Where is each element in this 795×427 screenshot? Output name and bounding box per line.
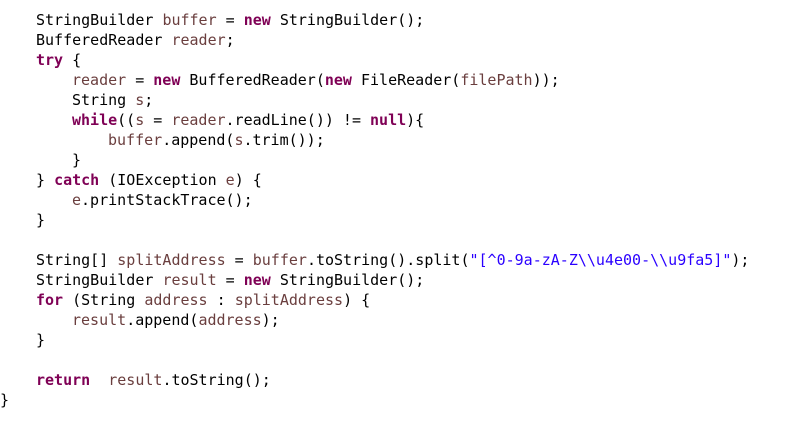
- code-variable: reader: [171, 111, 226, 129]
- code-text: StringBuilder: [36, 271, 163, 289]
- code-variable: buffer: [252, 251, 307, 269]
- code-keyword: try: [36, 51, 64, 69]
- code-text: .readLine()) !=: [225, 111, 371, 129]
- code-text: .append(: [126, 311, 199, 329]
- code-text: }: [36, 171, 55, 189]
- code-line: result.append(address);: [72, 310, 280, 330]
- code-line: while((s = reader.readLine()) != null){: [72, 110, 424, 130]
- code-line: buffer.append(s.trim());: [108, 130, 325, 150]
- code-line: }: [72, 150, 81, 170]
- code-line: }: [36, 330, 45, 350]
- code-text: );: [731, 251, 750, 269]
- code-text: ((: [117, 111, 136, 129]
- code-keyword: for: [36, 291, 64, 309]
- code-text: StringBuilder();: [270, 271, 425, 289]
- code-line: try {: [36, 50, 81, 70]
- code-text: =: [144, 111, 172, 129]
- code-variable: reader: [72, 71, 127, 89]
- code-text: BufferedReader(: [180, 71, 325, 89]
- code-text: =: [216, 271, 244, 289]
- code-keyword: while: [72, 111, 118, 129]
- code-variable: s: [135, 91, 145, 109]
- code-keyword: new: [243, 11, 271, 29]
- code-variable: filePath: [460, 71, 533, 89]
- code-keyword: null: [370, 111, 407, 129]
- code-text: {: [63, 51, 82, 69]
- code-line: e.printStackTrace();: [72, 190, 253, 210]
- code-text: =: [216, 11, 244, 29]
- code-variable: address: [144, 291, 208, 309]
- code-variable: splitAddress: [234, 291, 344, 309]
- code-variable: s: [234, 131, 244, 149]
- code-keyword: return: [36, 371, 91, 389]
- code-text: String: [72, 91, 136, 109]
- code-text: }: [36, 211, 46, 229]
- code-text: }: [0, 391, 10, 409]
- code-variable: buffer: [162, 11, 217, 29]
- code-text: }: [72, 151, 82, 169]
- code-text: }: [36, 331, 46, 349]
- code-text: [90, 371, 108, 389]
- code-text: .append(: [162, 131, 235, 149]
- code-line: StringBuilder buffer = new StringBuilder…: [36, 10, 424, 30]
- code-text: ) {: [234, 171, 262, 189]
- code-text: String[]: [36, 251, 118, 269]
- code-text: =: [126, 71, 154, 89]
- code-line: return result.toString();: [36, 370, 271, 390]
- code-string: "[^0-9a-zA-Z\\u4e00-\\u9fa5]": [469, 251, 732, 269]
- code-variable: s: [135, 111, 145, 129]
- code-text: StringBuilder();: [270, 11, 425, 29]
- code-variable: address: [198, 311, 262, 329]
- code-line: String s;: [72, 90, 153, 110]
- code-text: );: [261, 311, 280, 329]
- code-variable: e: [225, 171, 235, 189]
- code-text: .toString().split(: [306, 251, 470, 269]
- code-line: } catch (IOException e) {: [36, 170, 262, 190]
- code-variable: e: [72, 191, 82, 209]
- code-keyword: catch: [54, 171, 100, 189]
- code-variable: result: [72, 311, 127, 329]
- code-variable: reader: [171, 31, 226, 49]
- code-text: ) {: [343, 291, 371, 309]
- code-variable: result: [162, 271, 217, 289]
- code-line: }: [0, 390, 9, 410]
- code-line: StringBuilder result = new StringBuilder…: [36, 270, 424, 290]
- code-line: BufferedReader reader;: [36, 30, 235, 50]
- code-text: ;: [144, 91, 154, 109]
- code-keyword: new: [153, 71, 181, 89]
- code-text: ;: [225, 31, 235, 49]
- code-text: ){: [406, 111, 425, 129]
- code-text: :: [207, 291, 235, 309]
- code-text: =: [225, 251, 253, 269]
- code-line: String[] splitAddress = buffer.toString(…: [36, 250, 749, 270]
- code-line: }: [36, 210, 45, 230]
- code-variable: result: [108, 371, 163, 389]
- code-keyword: new: [324, 71, 352, 89]
- code-keyword: new: [243, 271, 271, 289]
- code-text: BufferedReader: [36, 31, 172, 49]
- code-text: .trim());: [243, 131, 325, 149]
- code-text: .printStackTrace();: [81, 191, 253, 209]
- code-variable: splitAddress: [117, 251, 226, 269]
- code-text: StringBuilder: [36, 11, 163, 29]
- code-text: (String: [63, 291, 145, 309]
- code-variable: buffer: [108, 131, 163, 149]
- code-text: .toString();: [162, 371, 271, 389]
- code-text: FileReader(: [351, 71, 461, 89]
- code-line: reader = new BufferedReader(new FileRead…: [72, 70, 560, 90]
- code-text: (IOException: [99, 171, 226, 189]
- code-text: ));: [532, 71, 560, 89]
- code-line: for (String address : splitAddress) {: [36, 290, 370, 310]
